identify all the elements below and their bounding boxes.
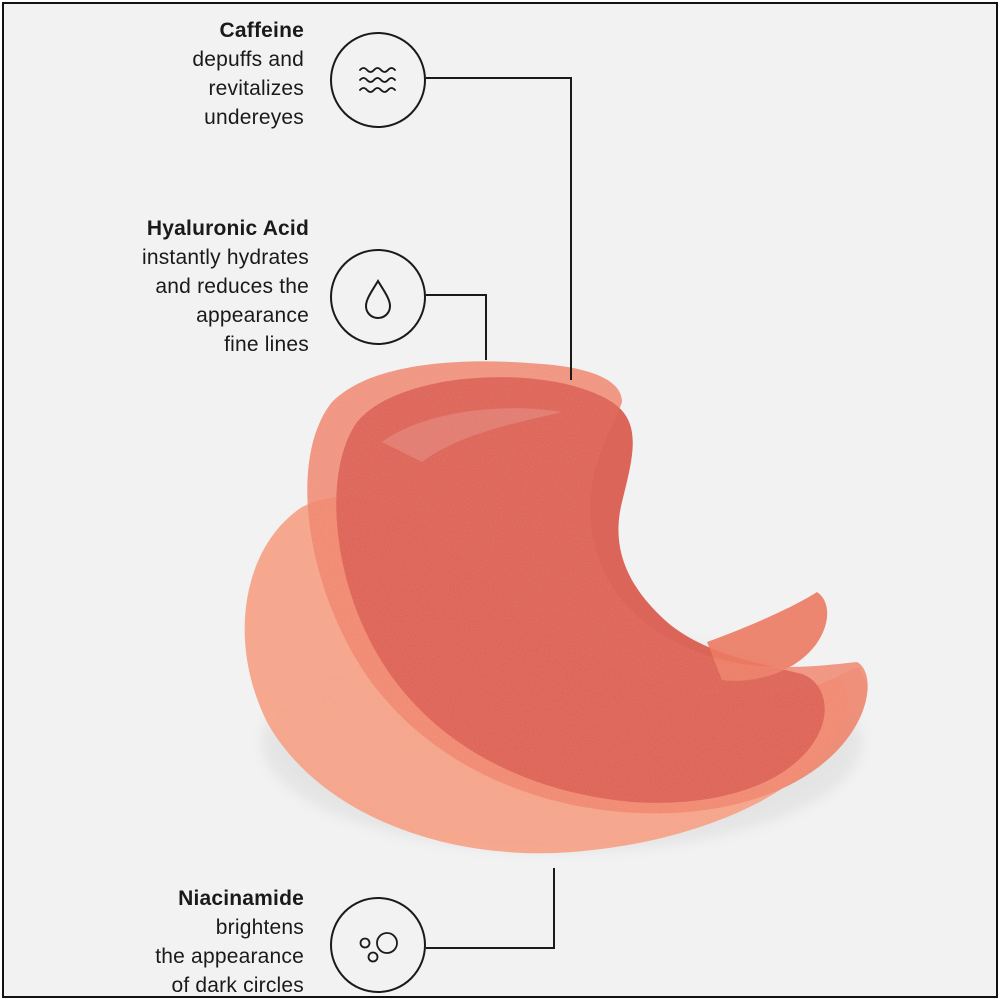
patch-texture bbox=[244, 361, 869, 854]
caffeine-leader-line bbox=[426, 77, 572, 380]
niacinamide-leader-line bbox=[426, 868, 555, 949]
hyaluronic-acid-title: Hyaluronic Acid bbox=[146, 217, 309, 240]
bubbles-icon bbox=[330, 897, 426, 993]
niacinamide-description: brightens the appearance of dark circles bbox=[155, 916, 304, 997]
hyaluronic-acid-callout: Hyaluronic Acid instantly hydrates and r… bbox=[142, 214, 309, 359]
hyaluronic-leader-line bbox=[426, 294, 487, 360]
niacinamide-title: Niacinamide bbox=[178, 887, 304, 910]
caffeine-description: depuffs and revitalizes undereyes bbox=[192, 48, 304, 129]
eye-patch-tip bbox=[707, 592, 828, 681]
niacinamide-callout: Niacinamide brightens the appearance of … bbox=[155, 884, 304, 998]
waves-icon bbox=[330, 32, 426, 128]
caffeine-callout: Caffeine depuffs and revitalizes underey… bbox=[192, 16, 304, 132]
droplet-icon bbox=[330, 249, 426, 345]
hyaluronic-acid-description: instantly hydrates and reduces the appea… bbox=[141, 246, 309, 356]
caffeine-title: Caffeine bbox=[219, 19, 304, 42]
